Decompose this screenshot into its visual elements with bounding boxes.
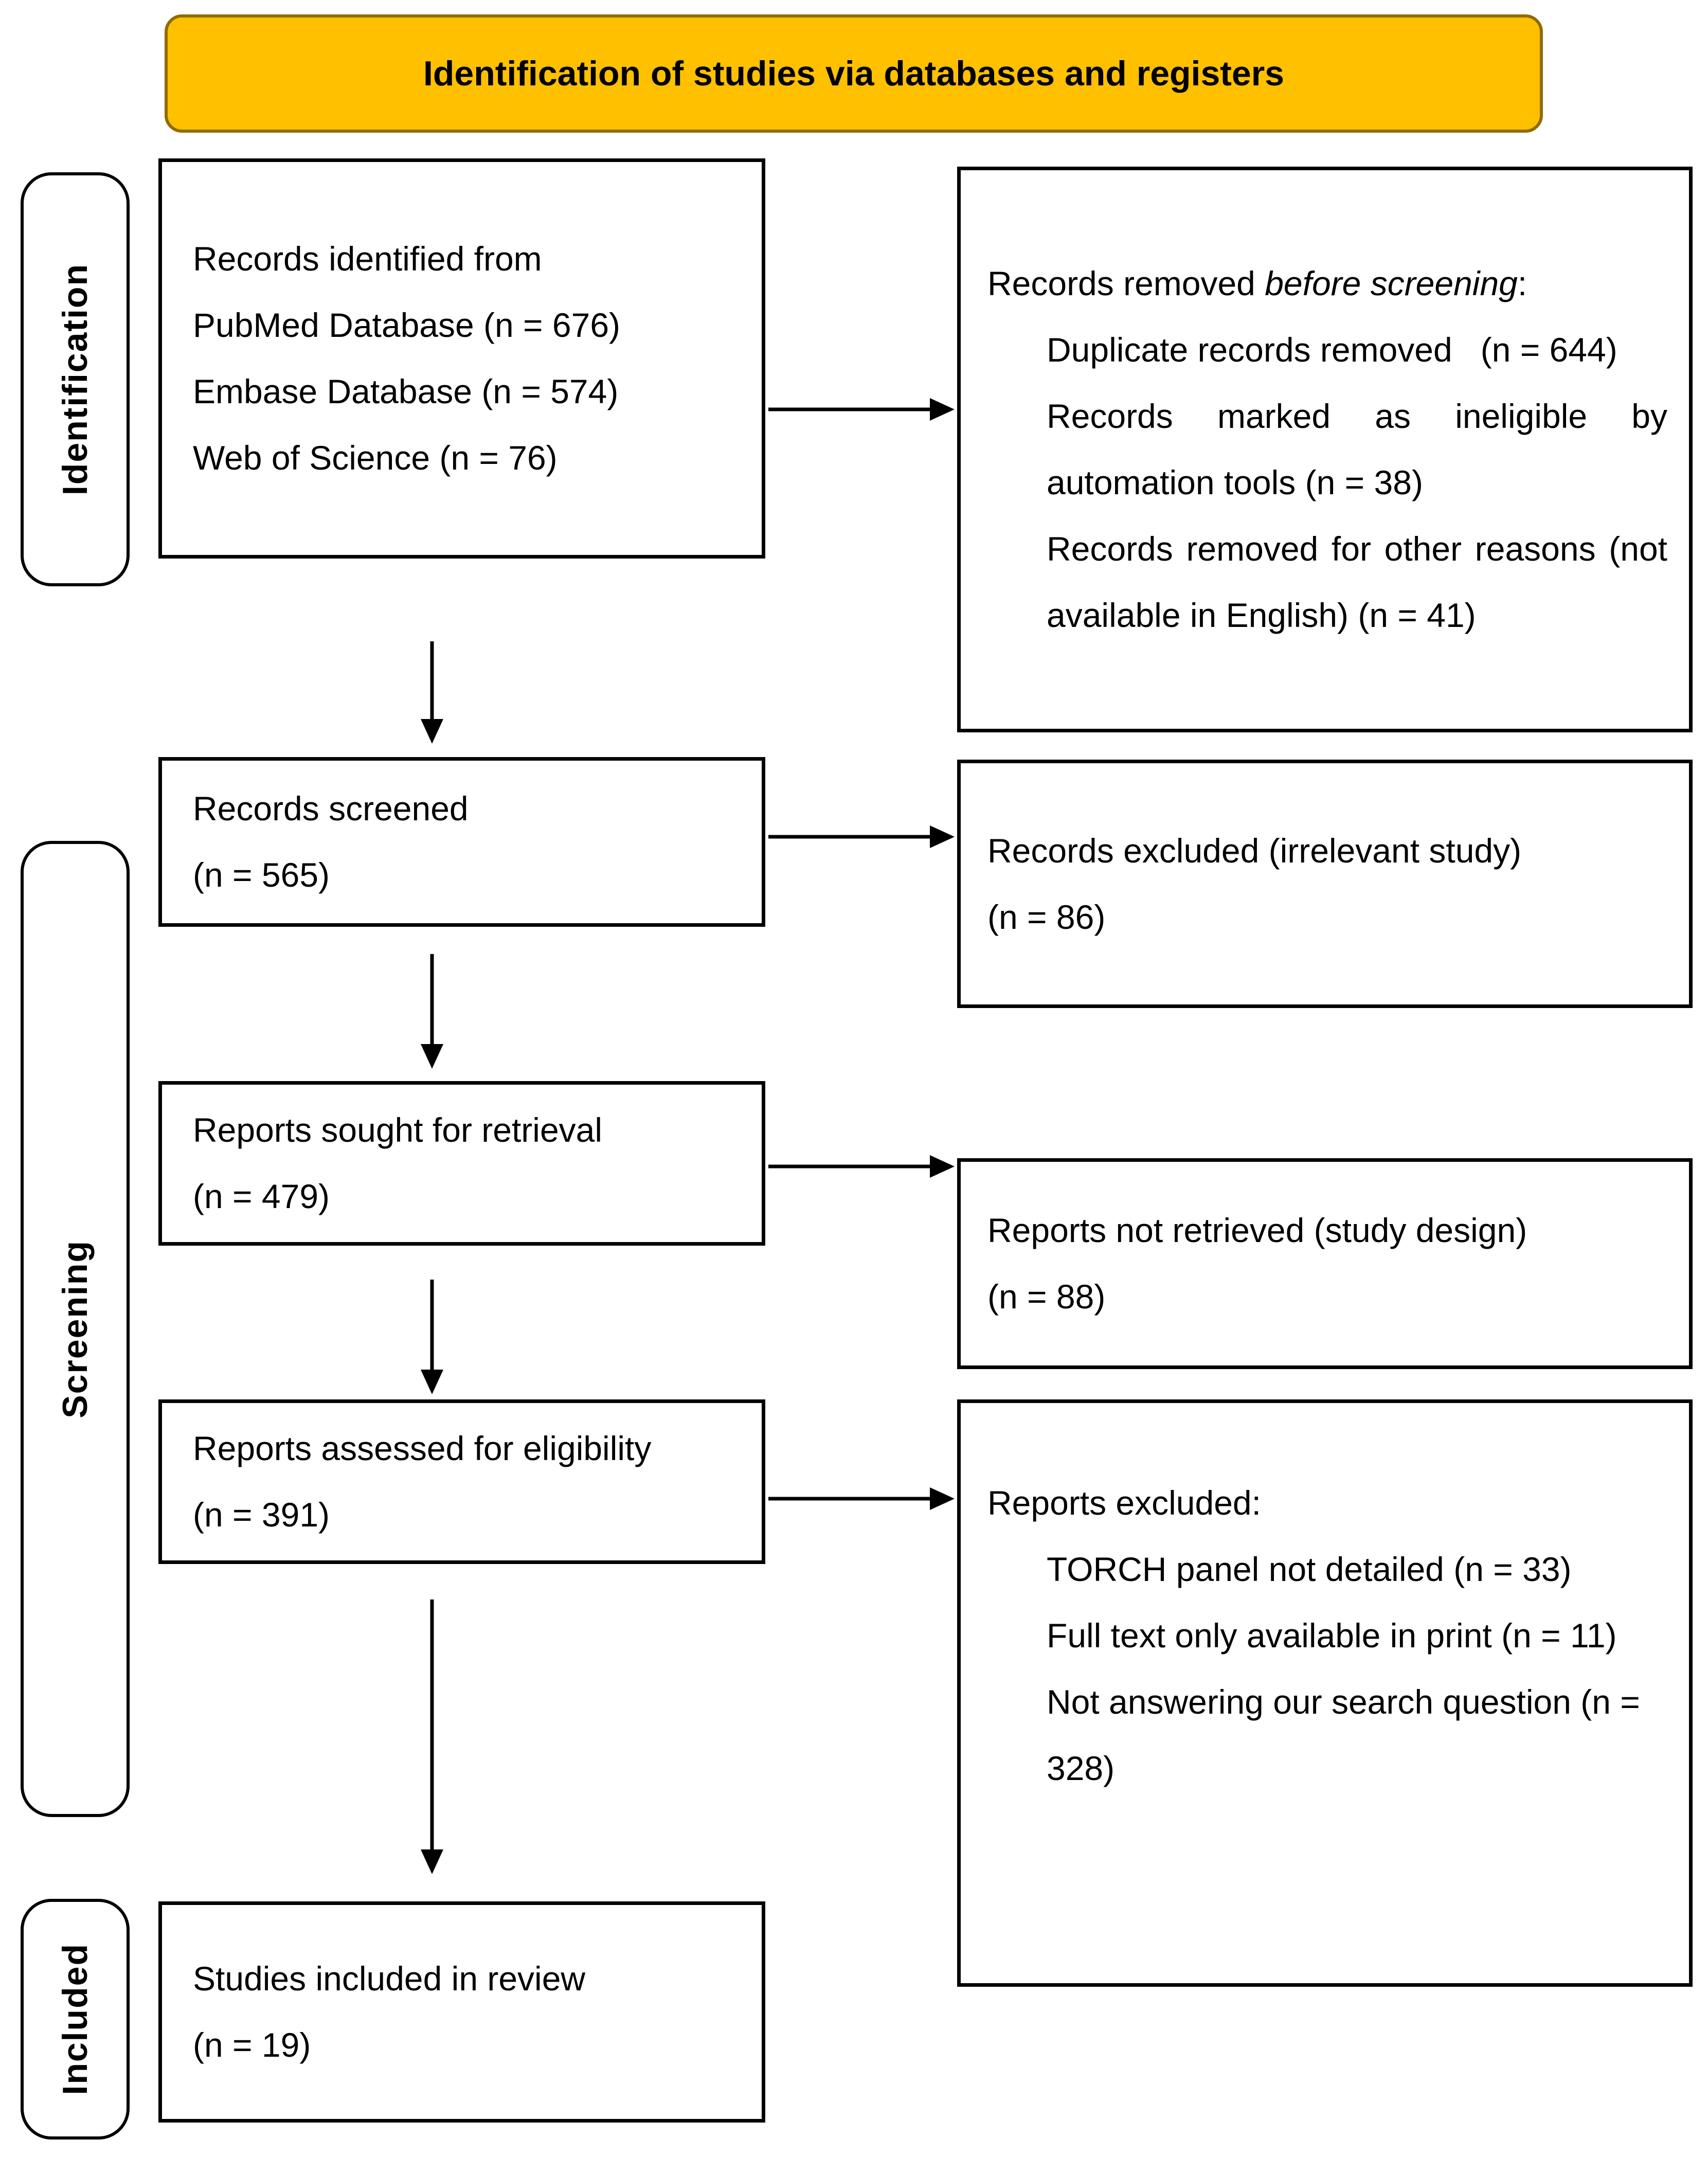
stage-label-included-text: Included [56, 1943, 95, 2095]
records-removed-item: Duplicate records removed (n = 644) [1047, 331, 1617, 369]
flow-box-studies-included: Studies included in review (n = 19) [158, 1901, 765, 2123]
records-removed-item: Records removed for other reasons (not a… [1047, 530, 1667, 634]
reports-assessed-line: Reports assessed for eligibility [193, 1429, 652, 1467]
studies-included-count: (n = 19) [193, 2026, 311, 2064]
flow-box-reports-sought: Reports sought for retrieval (n = 479) [158, 1081, 765, 1246]
stage-label-included: Included [21, 1899, 130, 2140]
reports-assessed-count: (n = 391) [193, 1496, 330, 1534]
reports-excluded-item: Full text only available in print (n = 1… [1047, 1616, 1617, 1655]
records-excluded-line: Records excluded (irrelevant study) [987, 831, 1522, 870]
records-screened-line: Records screened [193, 789, 469, 828]
records-excluded-count: (n = 86) [987, 897, 1106, 936]
flow-box-records-identified: Records identified from PubMed Database … [158, 158, 765, 559]
exclusion-box-reports-excluded: Reports excluded: TORCH panel not detail… [957, 1399, 1693, 1987]
records-identified-line: Embase Database (n = 574) [193, 372, 619, 410]
stage-label-screening: Screening [21, 841, 130, 1817]
exclusion-box-records-excluded: Records excluded (irrelevant study) (n =… [957, 760, 1693, 1008]
banner-title: Identification of studies via databases … [423, 54, 1285, 93]
reports-not-retrieved-count: (n = 88) [987, 1278, 1106, 1316]
arrow-screened-to-excluded [768, 825, 955, 848]
arrow-sought-to-not-retrieved [768, 1155, 955, 1178]
flow-box-records-screened: Records screened (n = 565) [158, 757, 765, 927]
reports-excluded-item: TORCH panel not detailed (n = 33) [1047, 1550, 1572, 1588]
flow-box-reports-assessed: Reports assessed for eligibility (n = 39… [158, 1399, 765, 1564]
arrow-assessed-to-included [421, 1599, 443, 1874]
records-removed-heading: Records removed before screening: [987, 264, 1527, 302]
arrow-sought-to-assessed [421, 1280, 443, 1394]
stage-label-screening-text: Screening [56, 1239, 95, 1418]
reports-excluded-item: Not answering our search question (n = 3… [1047, 1683, 1640, 1787]
arrow-screened-to-sought [421, 954, 443, 1069]
studies-included-line: Studies included in review [193, 1960, 586, 1998]
records-screened-count: (n = 565) [193, 856, 330, 894]
stage-label-identification: Identification [21, 172, 130, 586]
exclusion-box-records-removed: Records removed before screening: Duplic… [957, 167, 1693, 732]
records-identified-line: Records identified from [193, 240, 542, 278]
records-identified-line: PubMed Database (n = 676) [193, 306, 621, 344]
records-removed-heading-italic: before screening [1265, 264, 1518, 302]
arrow-identified-to-removed [768, 398, 955, 421]
reports-sought-count: (n = 479) [193, 1177, 330, 1215]
reports-not-retrieved-line: Reports not retrieved (study design) [987, 1211, 1527, 1249]
reports-sought-line: Reports sought for retrieval [193, 1111, 603, 1149]
records-removed-item: Records marked as ineligible by automati… [1047, 397, 1667, 501]
records-identified-line: Web of Science (n = 76) [193, 439, 558, 477]
arrow-assessed-to-reports-excluded [768, 1487, 955, 1510]
exclusion-box-reports-not-retrieved: Reports not retrieved (study design) (n … [957, 1158, 1693, 1369]
arrow-identified-to-screened [421, 641, 443, 744]
banner-identification-of-studies: Identification of studies via databases … [165, 14, 1543, 133]
reports-excluded-heading: Reports excluded: [987, 1484, 1261, 1522]
stage-label-identification-text: Identification [56, 263, 95, 496]
